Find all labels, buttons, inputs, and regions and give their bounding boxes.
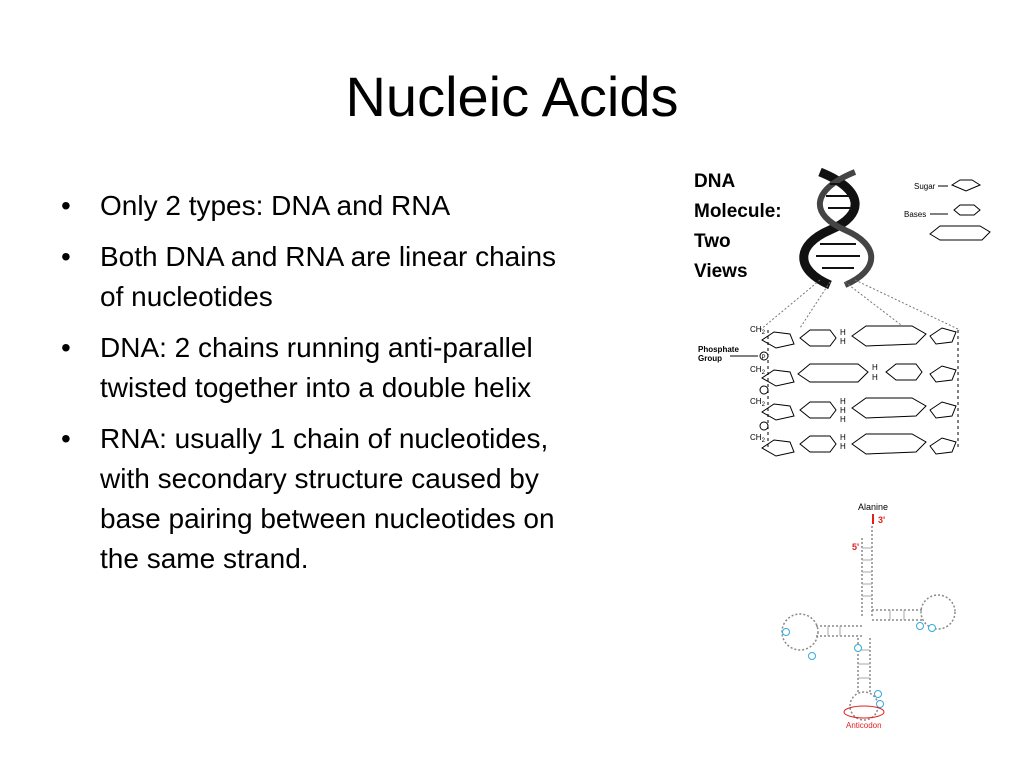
base-hexagon-icon <box>953 204 981 216</box>
h-bond-label: H <box>840 433 846 442</box>
base-double-ring-icon <box>851 433 927 455</box>
ch2-label: CH2 <box>750 433 766 444</box>
h-bond-label: H <box>840 406 846 415</box>
dna-heading-line: DNA <box>694 171 735 192</box>
sugar-pentagon-icon <box>929 365 957 383</box>
trna-base-pair-rungs <box>827 547 905 679</box>
anticodon-highlight <box>843 705 885 719</box>
dna-heading-line: Molecule: <box>694 201 782 222</box>
double-helix-icon <box>799 167 875 290</box>
modified-bases <box>782 622 936 708</box>
base-hexagon-icon <box>885 363 923 381</box>
phosphate-symbol: P <box>762 355 766 361</box>
sugar-pentagon-icon <box>761 369 795 387</box>
trna-backbone <box>781 526 956 721</box>
sugar-pentagon-icon <box>761 331 795 349</box>
sugar-pentagon-icon <box>929 327 957 345</box>
bullet-marker: • <box>61 190 71 221</box>
base-double-ring-icon <box>929 225 991 241</box>
h-bond-label: H <box>840 442 846 451</box>
base-double-ring-icon <box>797 363 869 383</box>
ch2-label: CH2 <box>750 397 766 408</box>
dna-ladder <box>767 330 959 450</box>
dna-heading-line: Two <box>694 231 731 252</box>
dna-molecule-figure: DNA Molecule: Two Views Sugar Bases <box>694 167 991 457</box>
bullet-marker: • <box>61 241 71 272</box>
bullet-text: DNA: 2 chains running anti-parallel twis… <box>100 332 533 403</box>
h-bond-label: H <box>840 328 846 337</box>
bullet-text: Only 2 types: DNA and RNA <box>100 190 451 221</box>
phosphate-group-label: Group <box>698 354 722 363</box>
base-double-ring-icon <box>851 397 927 419</box>
h-bond-label: H <box>840 397 846 406</box>
bullet-item: • Only 2 types: DNA and RNA <box>58 186 568 226</box>
phosphate-group-label: Phosphate <box>698 345 739 354</box>
phosphate-circle-icon <box>759 421 769 431</box>
bullet-list: • Only 2 types: DNA and RNA • Both DNA and… <box>58 186 568 590</box>
h-bond-label: H <box>840 415 846 424</box>
dna-heading-line: Views <box>694 261 748 282</box>
h-bond-label: H <box>840 337 846 346</box>
phosphate-circle-icon <box>759 385 769 395</box>
phosphate-circle-icon <box>759 351 769 361</box>
anticodon-label: Anticodon <box>846 721 882 730</box>
five-prime-label: 5' <box>852 542 859 552</box>
bullet-text: RNA: usually 1 chain of nucleotides, wit… <box>100 423 555 574</box>
sugar-pentagon-icon <box>761 439 795 457</box>
ch2-label: CH2 <box>750 325 766 336</box>
sugar-pentagon-icon <box>929 437 957 455</box>
sugar-pentagon-icon <box>950 179 982 192</box>
bullet-marker: • <box>61 423 71 454</box>
h-bond-label: H <box>872 373 878 382</box>
h-bond-label: H <box>872 363 878 372</box>
bullet-item: • RNA: usually 1 chain of nucleotides, wi… <box>58 419 568 579</box>
legend-bases-label: Bases <box>904 210 926 219</box>
base-hexagon-icon <box>799 329 837 347</box>
base-hexagon-icon <box>799 435 837 453</box>
sugar-pentagon-icon <box>761 403 795 421</box>
bullet-item: • DNA: 2 chains running anti-parallel twi… <box>58 328 568 408</box>
dna-heading: DNA Molecule: Two Views <box>694 171 782 282</box>
sugar-pentagon-icon <box>929 401 957 419</box>
base-hexagon-icon <box>799 401 837 419</box>
alanine-label: Alanine <box>858 502 888 512</box>
dna-ladder-rows: CH2 H H Phosphate Group P CH2 H H CH2 <box>698 325 957 457</box>
bullet-marker: • <box>61 332 71 363</box>
trna-cloverleaf-figure: Alanine 3' 5' <box>781 502 956 730</box>
base-double-ring-icon <box>851 325 927 347</box>
zoom-projection-lines <box>759 279 961 331</box>
legend-sugar-label: Sugar <box>914 182 936 191</box>
bullet-item: • Both DNA and RNA are linear chains of n… <box>58 237 568 317</box>
three-prime-label: 3' <box>878 515 885 525</box>
ch2-label: CH2 <box>750 365 766 376</box>
bullet-text: Both DNA and RNA are linear chains of nu… <box>100 241 557 312</box>
slide-title: Nucleic Acids <box>345 65 679 128</box>
